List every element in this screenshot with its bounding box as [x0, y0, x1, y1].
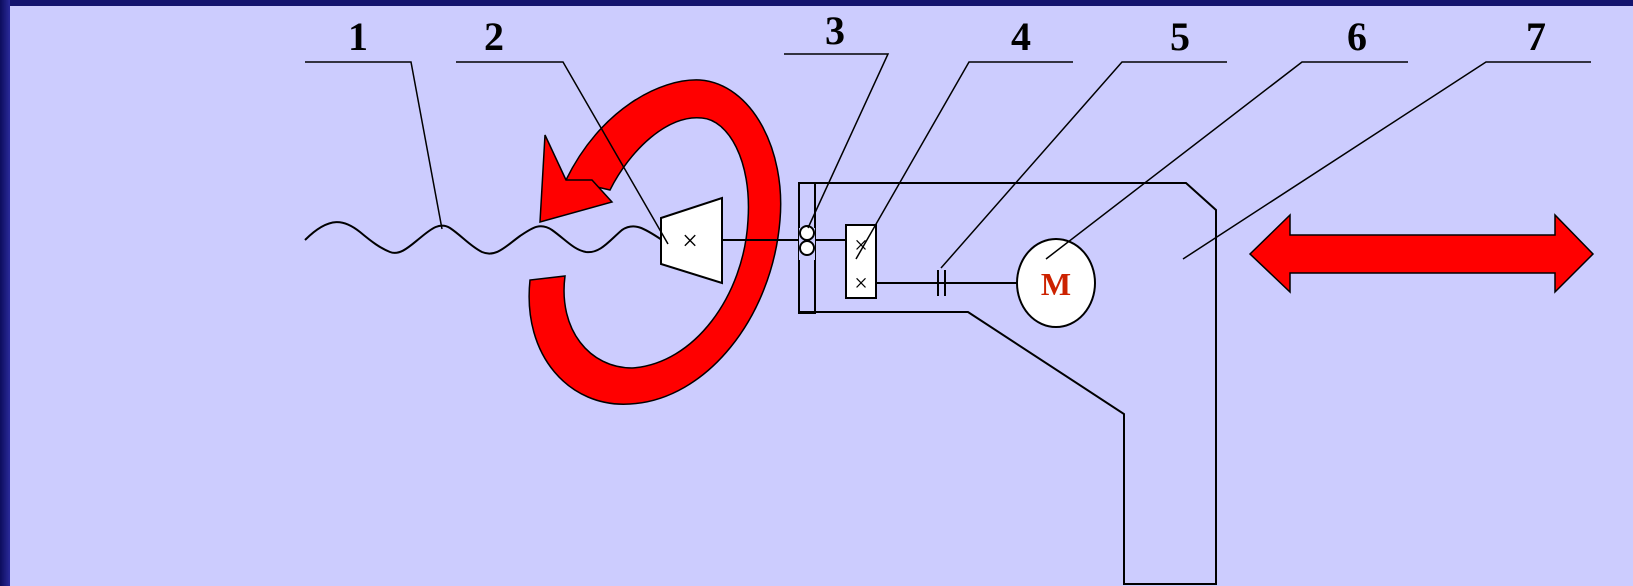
- svg-text:×: ×: [682, 226, 698, 257]
- callout-5: 5: [1170, 14, 1190, 59]
- callout-2: 2: [484, 14, 504, 59]
- callout-4: 4: [1011, 14, 1031, 59]
- callout-3: 3: [825, 8, 845, 53]
- left-border: [0, 0, 10, 586]
- leader-lines: [305, 53, 1591, 269]
- flexible-shaft: [304, 221, 663, 255]
- leader-line-2: [456, 61, 669, 245]
- leader-line-1: [305, 61, 443, 230]
- coupling: [937, 270, 946, 296]
- leader-line-4: [855, 61, 1073, 260]
- callout-6: 6: [1347, 14, 1367, 59]
- motor-label: M: [1041, 266, 1071, 302]
- bearing: [798, 182, 816, 314]
- svg-text:×: ×: [854, 271, 868, 297]
- gear-transmission: × ×: [845, 224, 877, 299]
- rotation-arrow-icon: [528, 79, 782, 405]
- svg-text:×: ×: [854, 233, 868, 259]
- leader-line-6: [1045, 61, 1408, 260]
- top-border: [0, 0, 1633, 6]
- leader-line-3: [784, 53, 890, 229]
- housing: [799, 182, 1217, 585]
- grinding-head: ×: [660, 196, 723, 285]
- double-headed-arrow-icon: [1248, 213, 1595, 294]
- callout-7: 7: [1526, 14, 1546, 59]
- electric-motor: M: [1016, 238, 1096, 328]
- leader-line-5: [940, 61, 1227, 269]
- leader-line-7: [1182, 61, 1591, 260]
- diagram-canvas: [10, 6, 1633, 586]
- callout-1: 1: [348, 14, 368, 59]
